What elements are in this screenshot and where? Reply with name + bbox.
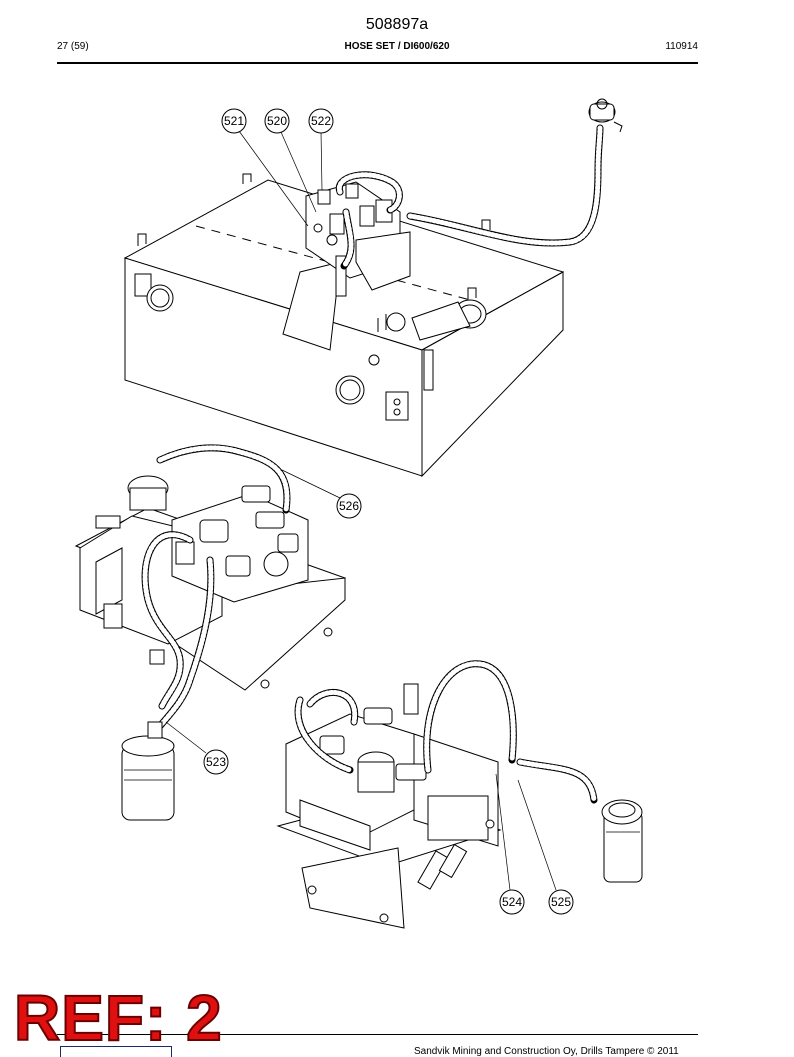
date-code: 110914 xyxy=(665,41,698,52)
brand-logo-strip xyxy=(60,1046,172,1057)
header-rule xyxy=(57,62,698,64)
page-title: HOSE SET / DI600/620 xyxy=(344,41,450,52)
callout-label: 522 xyxy=(311,114,331,128)
page-number: 27 (59) xyxy=(57,41,89,52)
callout-label: 524 xyxy=(502,895,522,909)
callout-label: 526 xyxy=(339,499,359,513)
callout-label: 523 xyxy=(206,755,226,769)
footer-copyright: Sandvik Mining and Construction Oy, Dril… xyxy=(414,1046,679,1057)
valve-block-assembly-right xyxy=(276,660,643,929)
callout-520: 520 xyxy=(264,108,290,134)
document-number: 508897a xyxy=(365,16,429,33)
valve-block-assembly-left xyxy=(74,444,347,821)
callout-523: 523 xyxy=(203,749,229,775)
callout-524: 524 xyxy=(499,889,525,915)
callout-522: 522 xyxy=(308,108,334,134)
tank-assembly xyxy=(123,98,623,478)
callout-label: 520 xyxy=(267,114,287,128)
callout-label: 525 xyxy=(551,895,571,909)
ref-stamp: REF: 2 xyxy=(13,982,223,1054)
leader-lines xyxy=(165,130,557,891)
footer-rule xyxy=(57,1034,698,1035)
callout-521: 521 xyxy=(221,108,247,134)
callout-526: 526 xyxy=(336,493,362,519)
callout-525: 525 xyxy=(548,889,574,915)
callout-label: 521 xyxy=(224,114,244,128)
